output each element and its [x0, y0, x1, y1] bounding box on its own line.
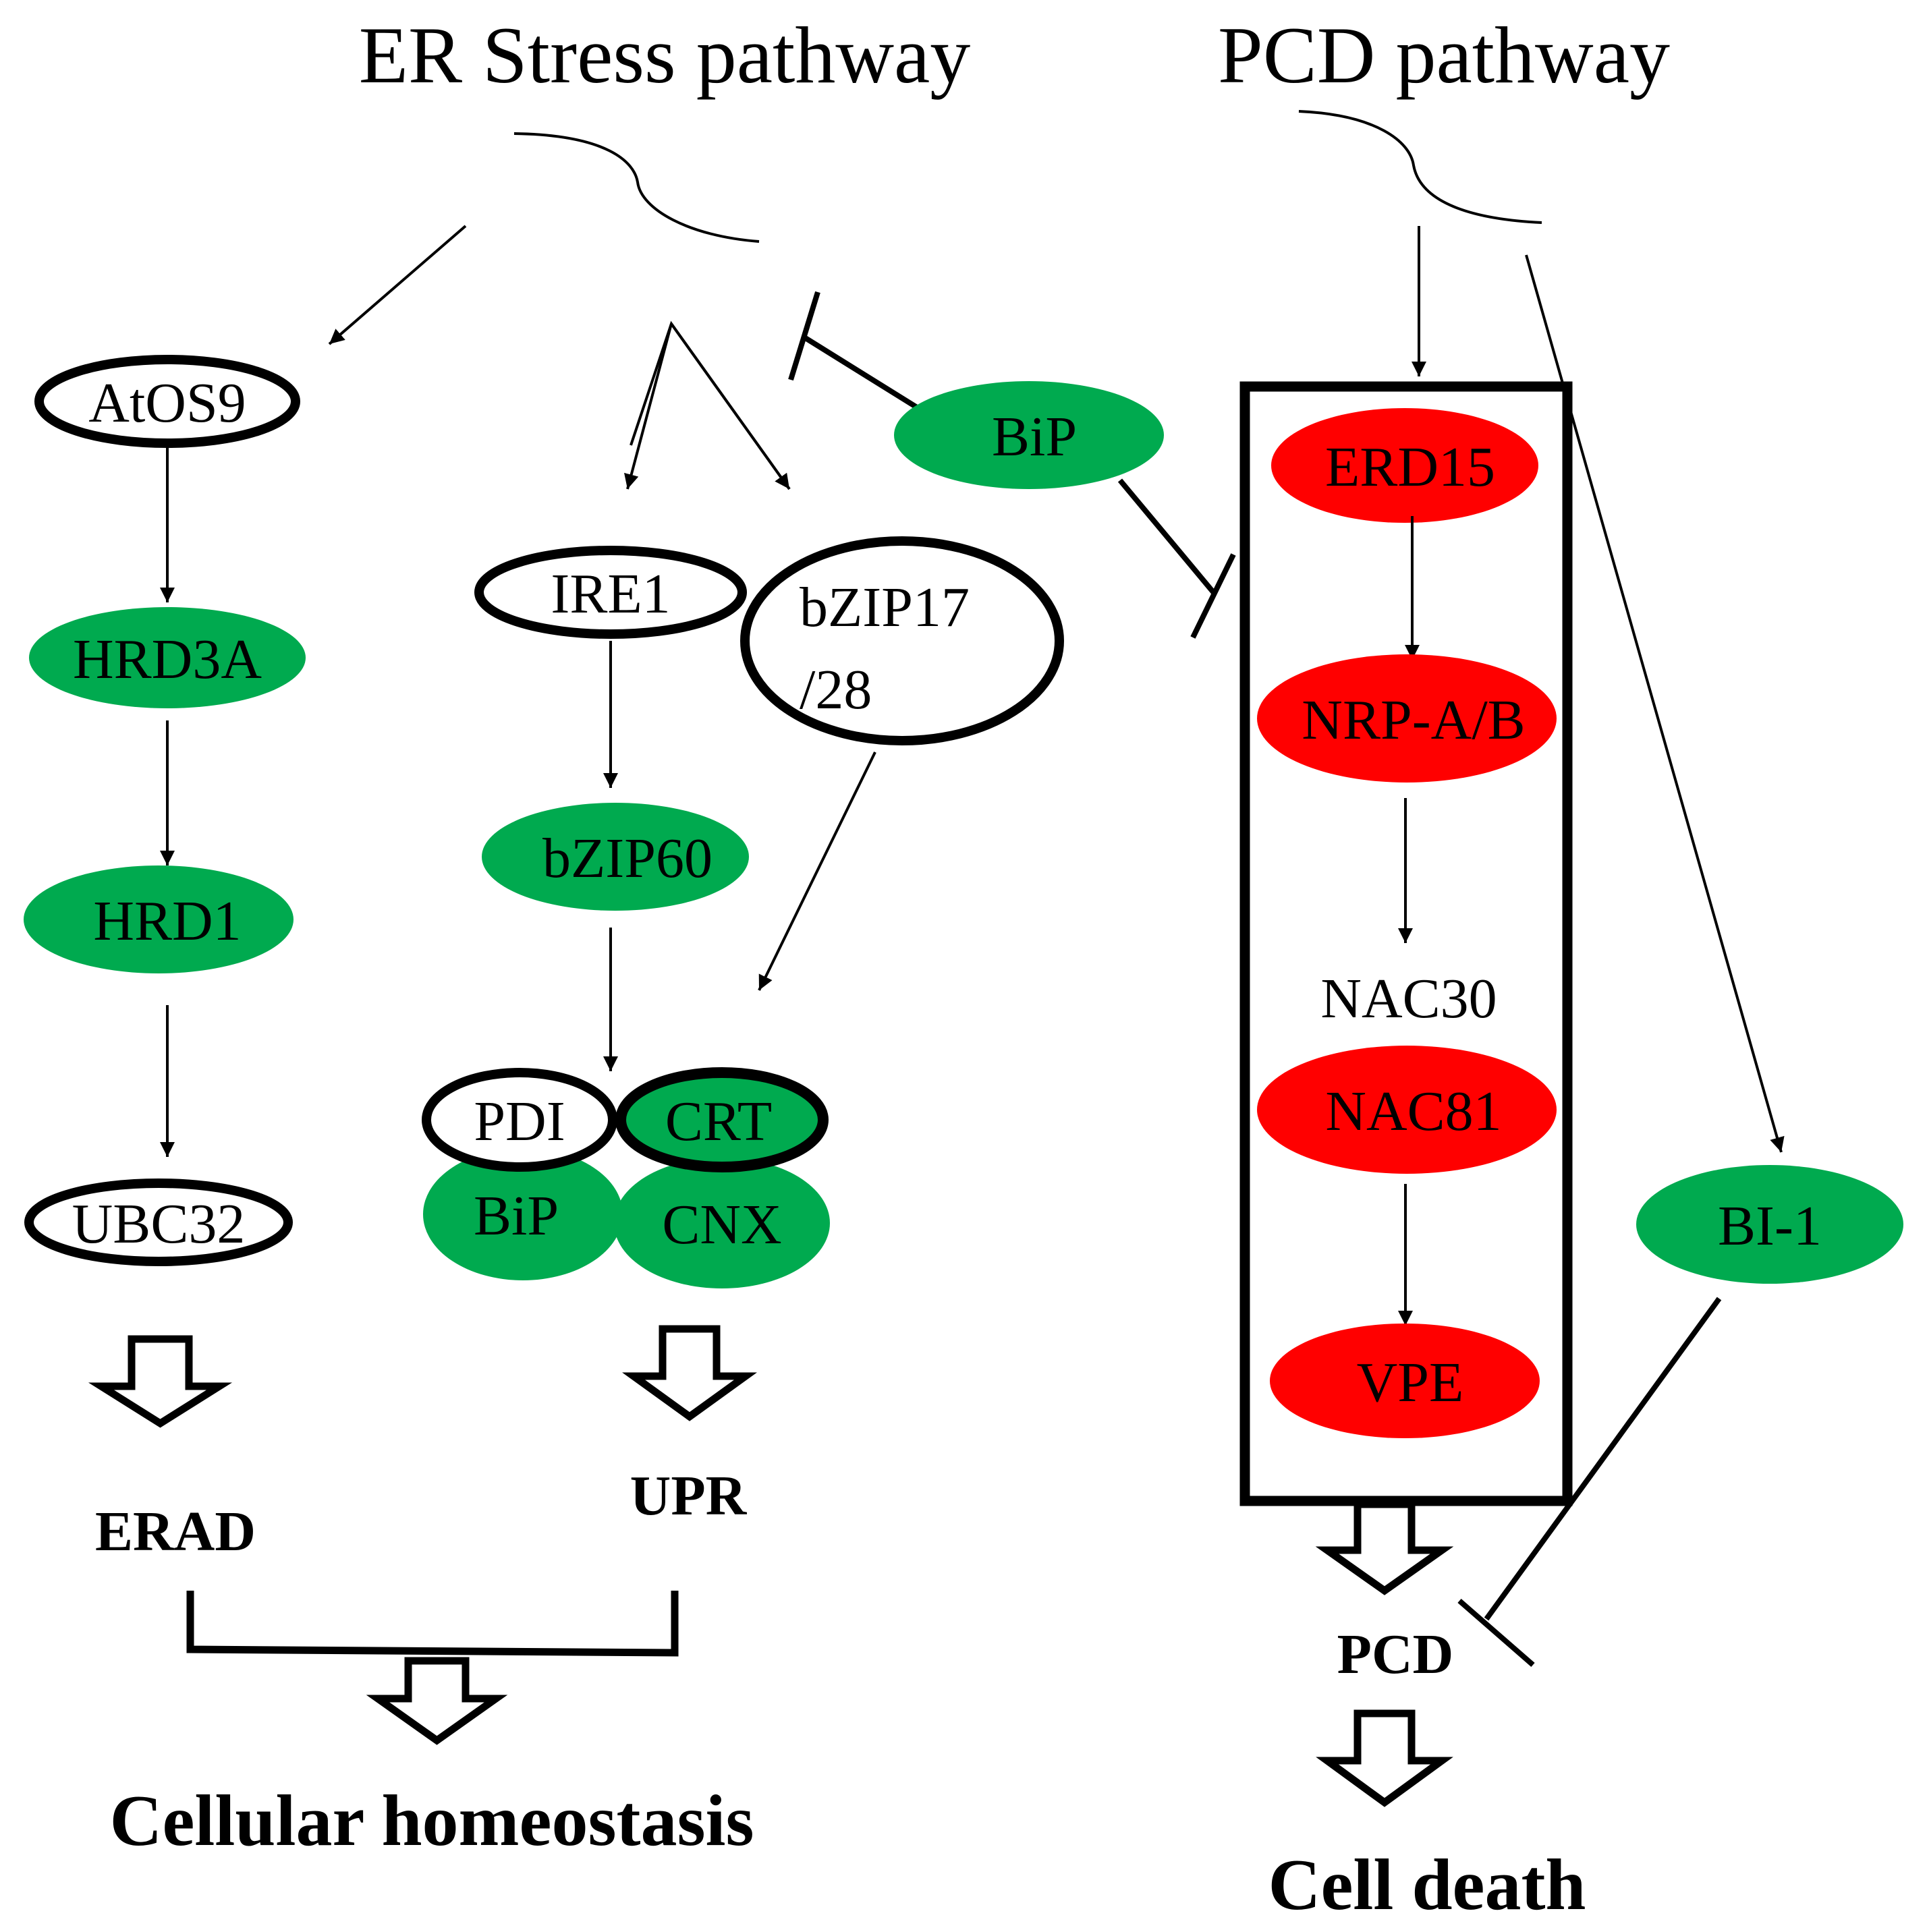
bip-label: BiP [992, 405, 1077, 468]
erd15-label: ERD15 [1325, 436, 1495, 499]
vpe-node [1270, 1324, 1540, 1438]
ire1-node [474, 546, 747, 639]
pcd-label: PCD [1337, 1623, 1454, 1686]
pcd-pathway-title: PCD pathway [1218, 10, 1670, 100]
er-stress-pathway-title: ER Stress pathway [359, 10, 971, 100]
pcd-brace [1298, 110, 1542, 224]
bzip60-node [482, 803, 749, 911]
nac30-label: NAC30 [1320, 967, 1497, 1030]
arrow-stress-to-atos9 [328, 225, 467, 345]
er-stress-brace [513, 132, 760, 243]
hrd3a-node [29, 607, 306, 708]
hrd1-node [24, 865, 294, 973]
upr-label: UPR [630, 1465, 748, 1527]
bip-complex-node [423, 1148, 623, 1280]
bip-node [894, 381, 1164, 489]
inhibit-bip-to-pcd-box [1117, 478, 1217, 596]
hrd1-label: HRD1 [93, 890, 241, 953]
bzip17-28-label-line2: /28 [800, 658, 872, 721]
nac81-node [1257, 1046, 1557, 1174]
erad-label: ERAD [95, 1500, 256, 1563]
pdi-label: PDI [474, 1090, 565, 1153]
erd15-node [1271, 408, 1538, 523]
bzip17-28-node [740, 536, 1064, 745]
ubc32-node [24, 1178, 293, 1266]
atos9-node [34, 355, 300, 448]
vpe-label: VPE [1357, 1351, 1464, 1414]
ubc32-label: UBC32 [72, 1193, 246, 1255]
block-arrow-to-homeostasis [366, 1657, 508, 1745]
bi1-node [1636, 1165, 1903, 1284]
crt-label: CRT [665, 1090, 772, 1153]
bracket-erad-upr [186, 1591, 679, 1657]
hrd3a-label: HRD3A [73, 628, 262, 691]
bzip60-label: bZIP60 [542, 827, 713, 890]
cell-death-label: Cell death [1268, 1845, 1586, 1925]
inhibit-bar-stress [788, 291, 820, 381]
arrow-bzip17-to-chaperones [758, 751, 876, 991]
arrow-split-to-ire1 [624, 323, 673, 490]
cnx-label: CNX [662, 1193, 781, 1256]
atos9-label: AtOS9 [88, 372, 246, 434]
ire1-label: IRE1 [551, 563, 670, 625]
cnx-node [614, 1158, 830, 1288]
arrow-split-to-bzip17 [670, 322, 791, 490]
inhibit-bip-to-stress [802, 335, 928, 416]
block-arrow-to-cell-death [1316, 1709, 1453, 1807]
block-arrow-to-erad [88, 1335, 233, 1428]
crt-node [615, 1067, 829, 1172]
bip-complex-label: BiP [474, 1185, 559, 1247]
inhibit-bar-pcd [1457, 1598, 1535, 1668]
arrows-stress-to-ire1-bzip17 [630, 320, 791, 490]
inhibit-bar-pcd-box [1190, 553, 1236, 639]
block-arrow-to-pcd [1315, 1500, 1454, 1595]
inhibit-bi1-to-pcd [1484, 1297, 1722, 1621]
bzip17-28-label-line1: bZIP17 [800, 576, 970, 639]
bi1-label: BI-1 [1718, 1195, 1822, 1257]
homeostasis-label: Cellular homeostasis [109, 1781, 754, 1861]
nrp-node [1257, 654, 1557, 783]
block-arrow-to-upr [622, 1325, 757, 1421]
pdi-node [422, 1068, 617, 1172]
nrp-label: NRP-A/B [1302, 689, 1525, 751]
nac81-label: NAC81 [1325, 1080, 1501, 1143]
